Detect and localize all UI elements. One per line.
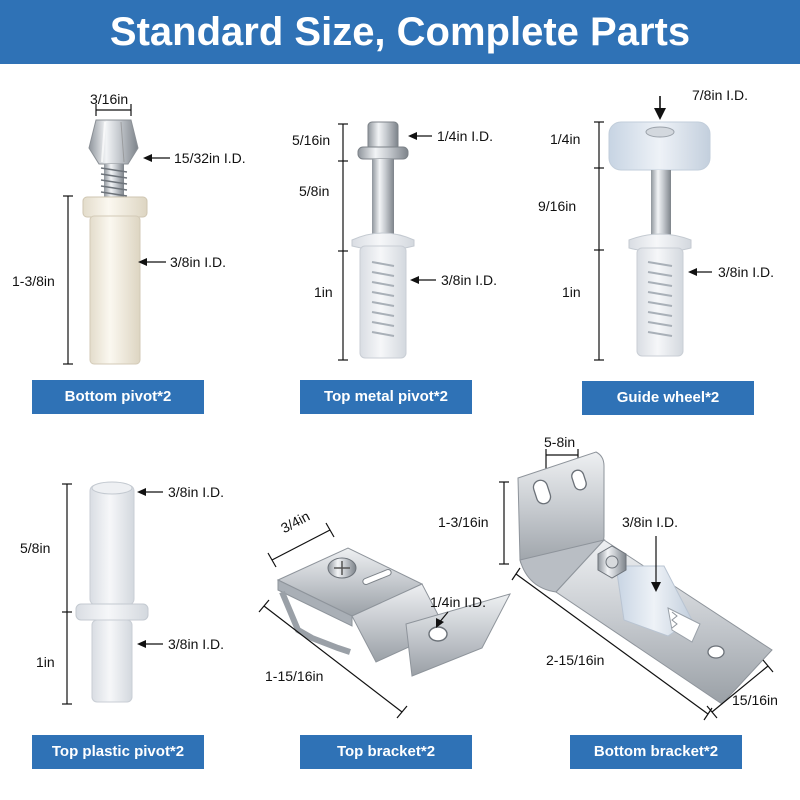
top-metal-pivot-cap-id-label: 1/4in I.D. — [437, 128, 494, 144]
guide-wheel-caption: Guide wheel*2 — [582, 381, 754, 415]
bottom-pivot-height-label: 1-3/8in — [12, 273, 55, 289]
top-plastic-pivot-top-height-label: 5/8in — [20, 540, 51, 556]
bottom-bracket-height-label: 1-3/16in — [438, 514, 489, 530]
guide-wheel-wheel-height-label: 1/4in — [550, 131, 581, 147]
guide-wheel-wheel-id-label: 7/8in I.D. — [692, 87, 749, 103]
bottom-pivot-drawing — [63, 104, 170, 365]
title-banner — [0, 0, 800, 64]
bottom-bracket-length-label: 2-15/16in — [546, 652, 605, 668]
top-metal-pivot-cap-height-label: 5/16in — [292, 132, 331, 148]
bottom-pivot-head-id-label: 15/32in I.D. — [174, 150, 246, 166]
guide-wheel-sleeve-id-label: 3/8in I.D. — [718, 264, 775, 280]
bottom-pivot-caption: Bottom pivot*2 — [32, 380, 204, 414]
guide-wheel-shaft-height-label: 9/16in — [538, 198, 577, 214]
bottom-pivot-width-label: 3/16in — [90, 91, 129, 107]
bottom-bracket-width-label: 15/16in — [732, 692, 778, 708]
page-title: Standard Size, Complete Parts — [109, 10, 691, 54]
bottom-bracket-drawing — [499, 449, 774, 721]
bottom-bracket-slot-label: 5-8in — [544, 434, 576, 450]
top-bracket-drawing — [258, 522, 511, 719]
top-plastic-pivot-top-id-label: 3/8in I.D. — [168, 484, 225, 500]
top-metal-pivot-sleeve-id-label: 3/8in I.D. — [441, 272, 498, 288]
top-plastic-pivot-bottom-height-label: 1in — [36, 654, 55, 670]
top-plastic-pivot-drawing — [62, 481, 163, 705]
guide-wheel-sleeve-height-label: 1in — [562, 284, 581, 300]
top-bracket-hole-id-label: 1/4in I.D. — [430, 594, 487, 610]
top-metal-pivot-drawing — [338, 121, 436, 361]
top-plastic-pivot-caption: Top plastic pivot*2 — [32, 735, 204, 769]
bottom-pivot-sleeve-id-label: 3/8in I.D. — [170, 254, 227, 270]
top-metal-pivot-shaft-height-label: 5/8in — [299, 183, 330, 199]
bottom-bracket-hole-id-label: 3/8in I.D. — [622, 514, 679, 530]
top-bracket-length-label: 1-15/16in — [265, 668, 324, 684]
top-plastic-pivot-bottom-id-label: 3/8in I.D. — [168, 636, 225, 652]
bottom-bracket-caption: Bottom bracket*2 — [570, 735, 742, 769]
top-metal-pivot-sleeve-height-label: 1in — [314, 284, 333, 300]
guide-wheel-drawing — [594, 96, 712, 361]
top-bracket-caption: Top bracket*2 — [300, 735, 472, 769]
top-metal-pivot-caption: Top metal pivot*2 — [300, 380, 472, 414]
